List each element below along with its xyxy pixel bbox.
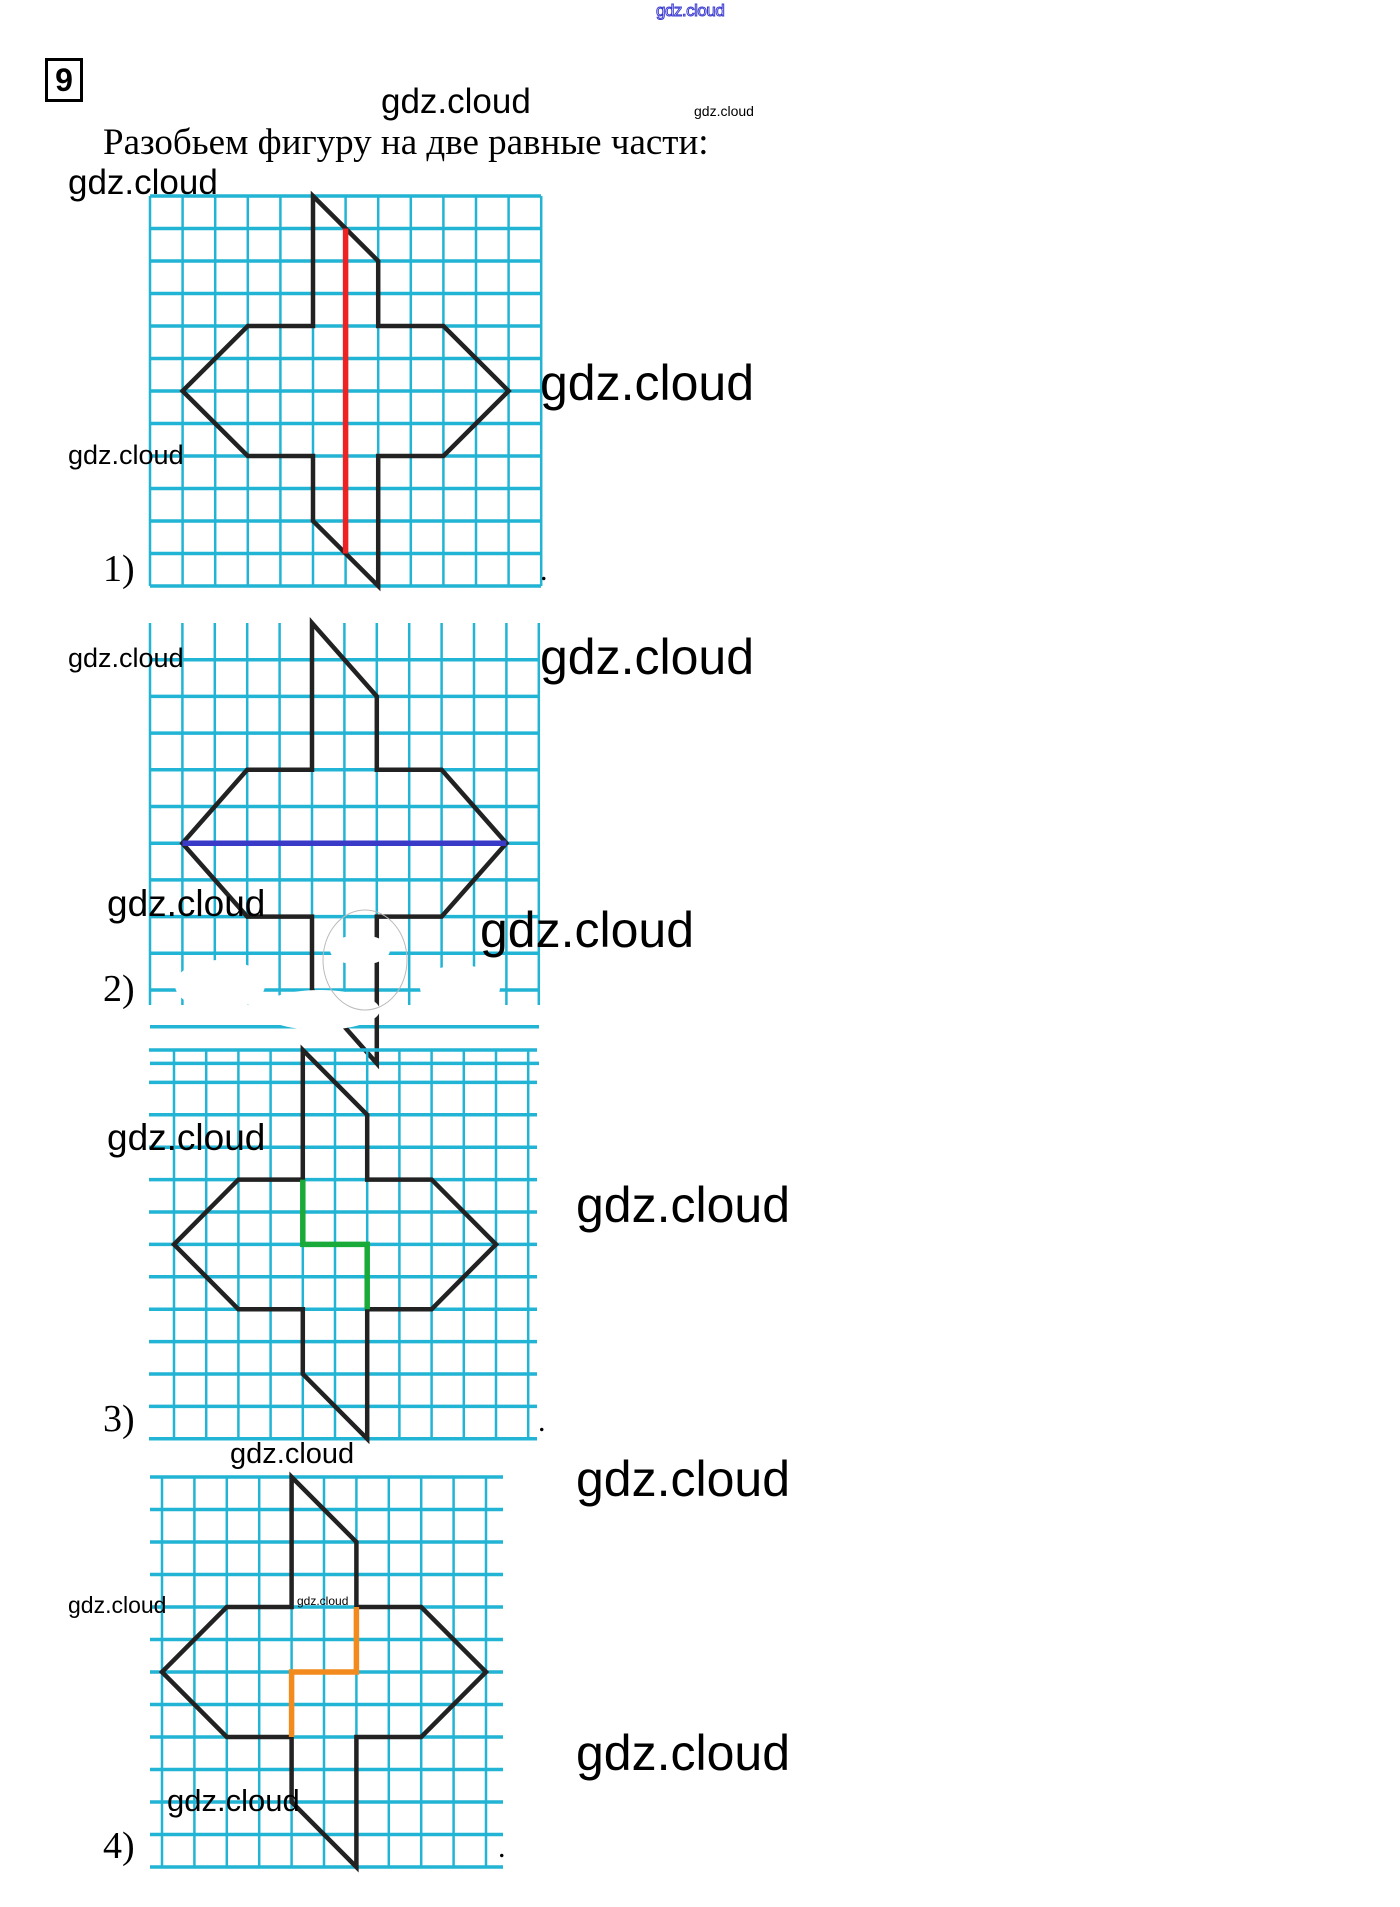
watermark: gdz.cloud: [68, 163, 218, 202]
faint-letter-outline: [322, 909, 408, 1011]
erased-patch: [330, 935, 390, 965]
task-number-box: 9: [45, 58, 83, 102]
watermark: gdz.cloud: [107, 1117, 266, 1158]
figure-outline: [179, 190, 512, 592]
watermark: gdz.cloud: [576, 1451, 791, 1507]
watermark: gdz.cloud: [167, 1783, 300, 1818]
variant-label-3: 3): [103, 1398, 135, 1440]
end-mark: .: [498, 1831, 506, 1864]
cut-line-4: [288, 1607, 360, 1737]
watermark: gdz.cloud: [68, 1592, 167, 1618]
watermark: gdz.cloud: [540, 355, 755, 411]
cut-line-3: [300, 1179, 370, 1310]
end-mark: .: [540, 554, 548, 587]
instruction-text: Разобьем фигуру на две равные части:: [103, 122, 709, 163]
watermark: gdz.cloud: [576, 1725, 791, 1781]
watermark: gdz.cloud: [68, 440, 184, 470]
variant-label-2: 2): [103, 968, 135, 1010]
figure-outline: [179, 617, 510, 1070]
watermark: gdz.cloud: [576, 1177, 791, 1233]
watermark: gdz.cloud: [480, 902, 695, 958]
figure-outline: [158, 1471, 490, 1873]
watermark: gdz.cloud: [381, 82, 531, 121]
watermark: gdz.cloud: [230, 1438, 355, 1470]
watermark-top: gdz.cloud: [655, 1, 725, 20]
variant-label-1: 1): [103, 548, 135, 590]
variant-label-4: 4): [103, 1825, 135, 1867]
figure-outline: [170, 1044, 500, 1445]
erased-patch: [420, 965, 500, 1010]
watermark: gdz.cloud: [68, 643, 184, 673]
watermark: gdz.cloud: [107, 883, 266, 924]
watermark: gdz.cloud: [297, 1594, 349, 1608]
end-mark: .: [538, 1405, 546, 1438]
erased-patch: [175, 960, 265, 1010]
watermark: gdz.cloud: [694, 103, 754, 119]
erased-patch: [260, 990, 380, 1030]
watermark: gdz.cloud: [540, 629, 755, 685]
